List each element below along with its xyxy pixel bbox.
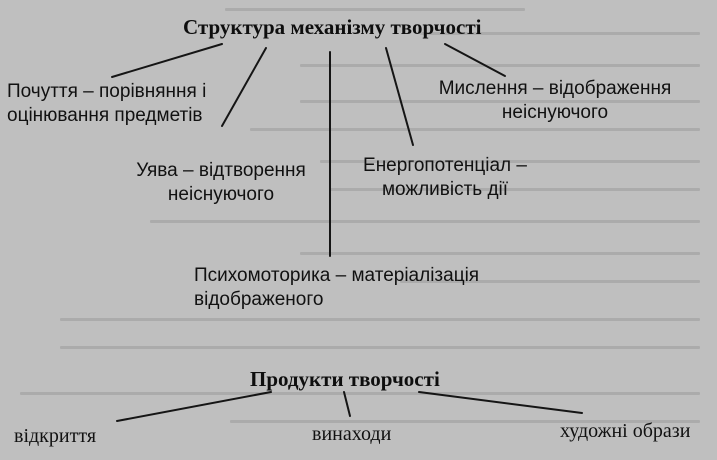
connector-discoveries (116, 391, 272, 422)
component-imagination-line-2: неіснуючого (167, 184, 275, 205)
component-psychomotor-line-2: відображеного (194, 289, 324, 310)
component-energy: Енергопотенціал – можливість дії (362, 154, 528, 202)
connector-inventions (343, 391, 351, 417)
connector-feeling (111, 43, 223, 78)
diagram-title: Структура механізму творчості (183, 15, 482, 39)
component-feeling-line-1: Почуття – порівняння і (7, 81, 207, 102)
component-thinking-line-1: Мислення – відображення (438, 78, 672, 99)
component-feeling: Почуття – порівняння і оцінювання предме… (7, 80, 206, 128)
component-psychomotor-line-1: Психомоторика – матеріалізація (194, 265, 480, 286)
product-inventions: винаходи (312, 423, 392, 445)
component-psychomotor: Психомоторика – матеріалізація відображе… (194, 264, 479, 312)
component-feeling-line-2: оцінювання предметів (7, 105, 203, 126)
connector-energy (385, 47, 414, 146)
product-discoveries: відкриття (14, 425, 97, 447)
component-imagination: Уява – відтворення неіснуючого (123, 159, 319, 207)
component-energy-line-2: можливість дії (381, 179, 509, 200)
connector-imagination (221, 47, 267, 127)
component-energy-line-1: Енергопотенціал – (363, 155, 527, 176)
component-imagination-line-1: Уява – відтворення (136, 160, 306, 181)
component-thinking-line-2: неіснуючого (501, 102, 609, 123)
connector-artistic-images (418, 391, 583, 414)
products-title: Продукти творчості (250, 367, 440, 391)
connector-thinking (444, 43, 506, 77)
product-artistic-images: художні образи (560, 420, 691, 442)
component-thinking: Мислення – відображення неіснуючого (426, 77, 684, 125)
